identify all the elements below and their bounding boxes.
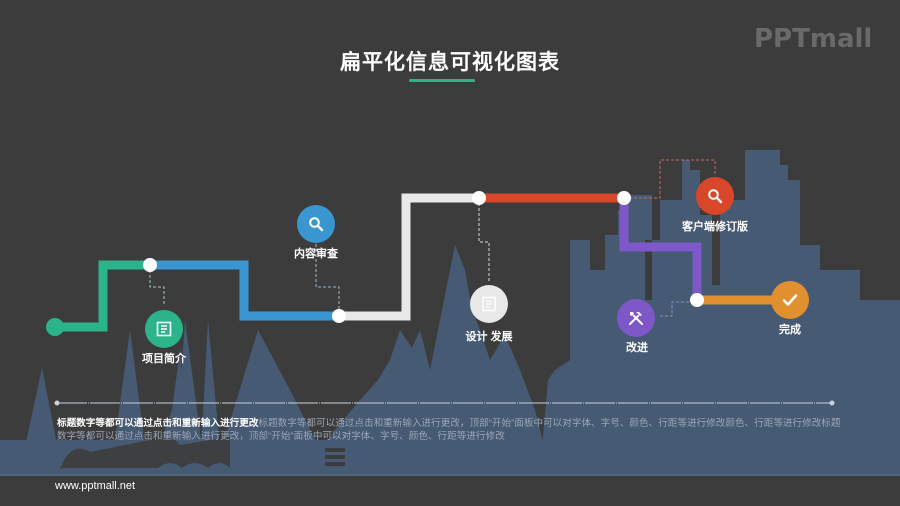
description-body: 标题数字等都可以通过点击和重新输入进行更改，顶部“开始”面板中可以对字体、字号、… [57,418,841,442]
checkmark-icon [782,294,798,306]
step-node-design-development[interactable] [470,285,508,323]
step-label: 改进 [626,342,648,354]
title-underline [409,79,475,82]
tools-icon [629,312,643,325]
description-text: 标题数字等都可以通过点击和重新输入进行更改标题数字等都可以通过点击和重新输入进行… [57,418,847,443]
document-icon [156,321,172,337]
footer-url[interactable]: www.pptmall.net [55,480,136,492]
brand-logo: PPTmall [754,24,873,54]
step-node-project-intro[interactable] [145,310,183,348]
footer-bar [0,476,900,506]
description-bold: 标题数字等都可以通过点击和重新输入进行更改 [57,418,259,429]
step-label: 客户端修订版 [682,221,748,233]
step-label: 项目简介 [142,353,186,365]
search-icon [309,217,324,232]
step-label: 设计 发展 [465,331,513,343]
step-node-content-review[interactable] [297,205,335,243]
page-title: 扁平化信息可视化图表 [340,51,560,74]
document-icon [482,296,496,312]
step-label: 完成 [779,324,801,336]
search-icon [708,189,723,204]
step-node-complete[interactable] [771,281,809,319]
step-node-improvement[interactable] [617,299,655,337]
step-label: 内容审查 [294,248,338,260]
step-node-client-revision[interactable] [696,177,734,215]
